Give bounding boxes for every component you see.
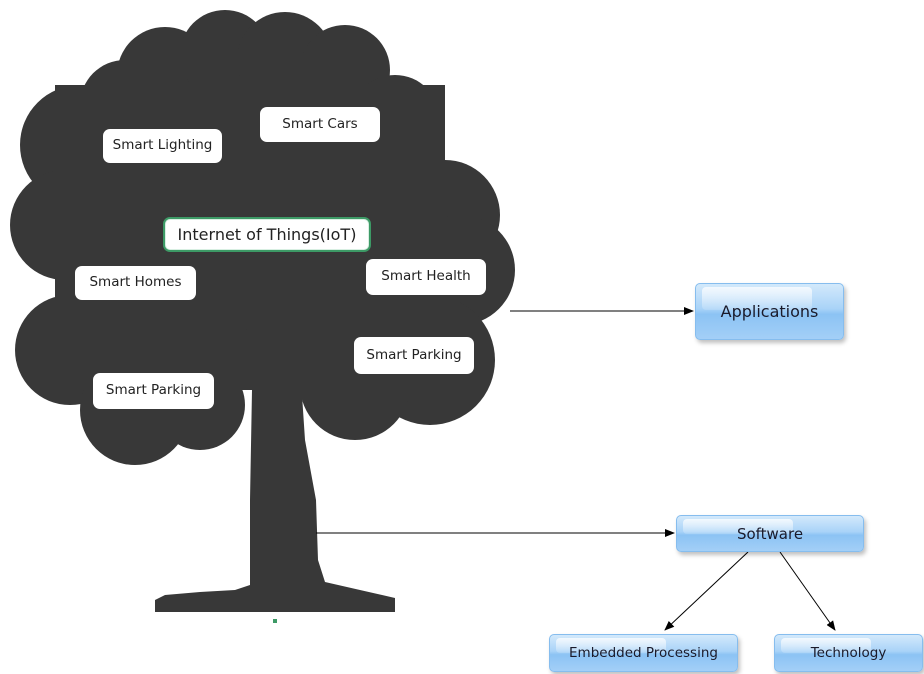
node-software: Software <box>676 515 864 552</box>
label-smart-cars: Smart Cars <box>260 107 380 142</box>
label-smart-lighting: Smart Lighting <box>103 129 222 163</box>
tree-silhouette <box>10 10 515 612</box>
label-smart-parking-left: Smart Parking <box>93 373 214 409</box>
label-smart-homes: Smart Homes <box>75 266 196 300</box>
node-applications: Applications <box>695 283 844 340</box>
node-technology-label: Technology <box>810 645 887 661</box>
node-software-label: Software <box>736 524 804 543</box>
arrow-to-technology <box>779 551 836 631</box>
node-embedded-processing: Embedded Processing <box>549 634 738 672</box>
node-embedded-label: Embedded Processing <box>569 645 718 661</box>
center-label: Internet of Things(IoT) <box>163 217 371 252</box>
node-technology: Technology <box>774 634 923 672</box>
selection-dot <box>273 619 277 623</box>
arrow-to-embedded <box>664 551 749 631</box>
label-smart-parking-right: Smart Parking <box>354 337 474 374</box>
label-smart-health: Smart Health <box>366 259 486 295</box>
node-applications-label: Applications <box>720 302 819 321</box>
